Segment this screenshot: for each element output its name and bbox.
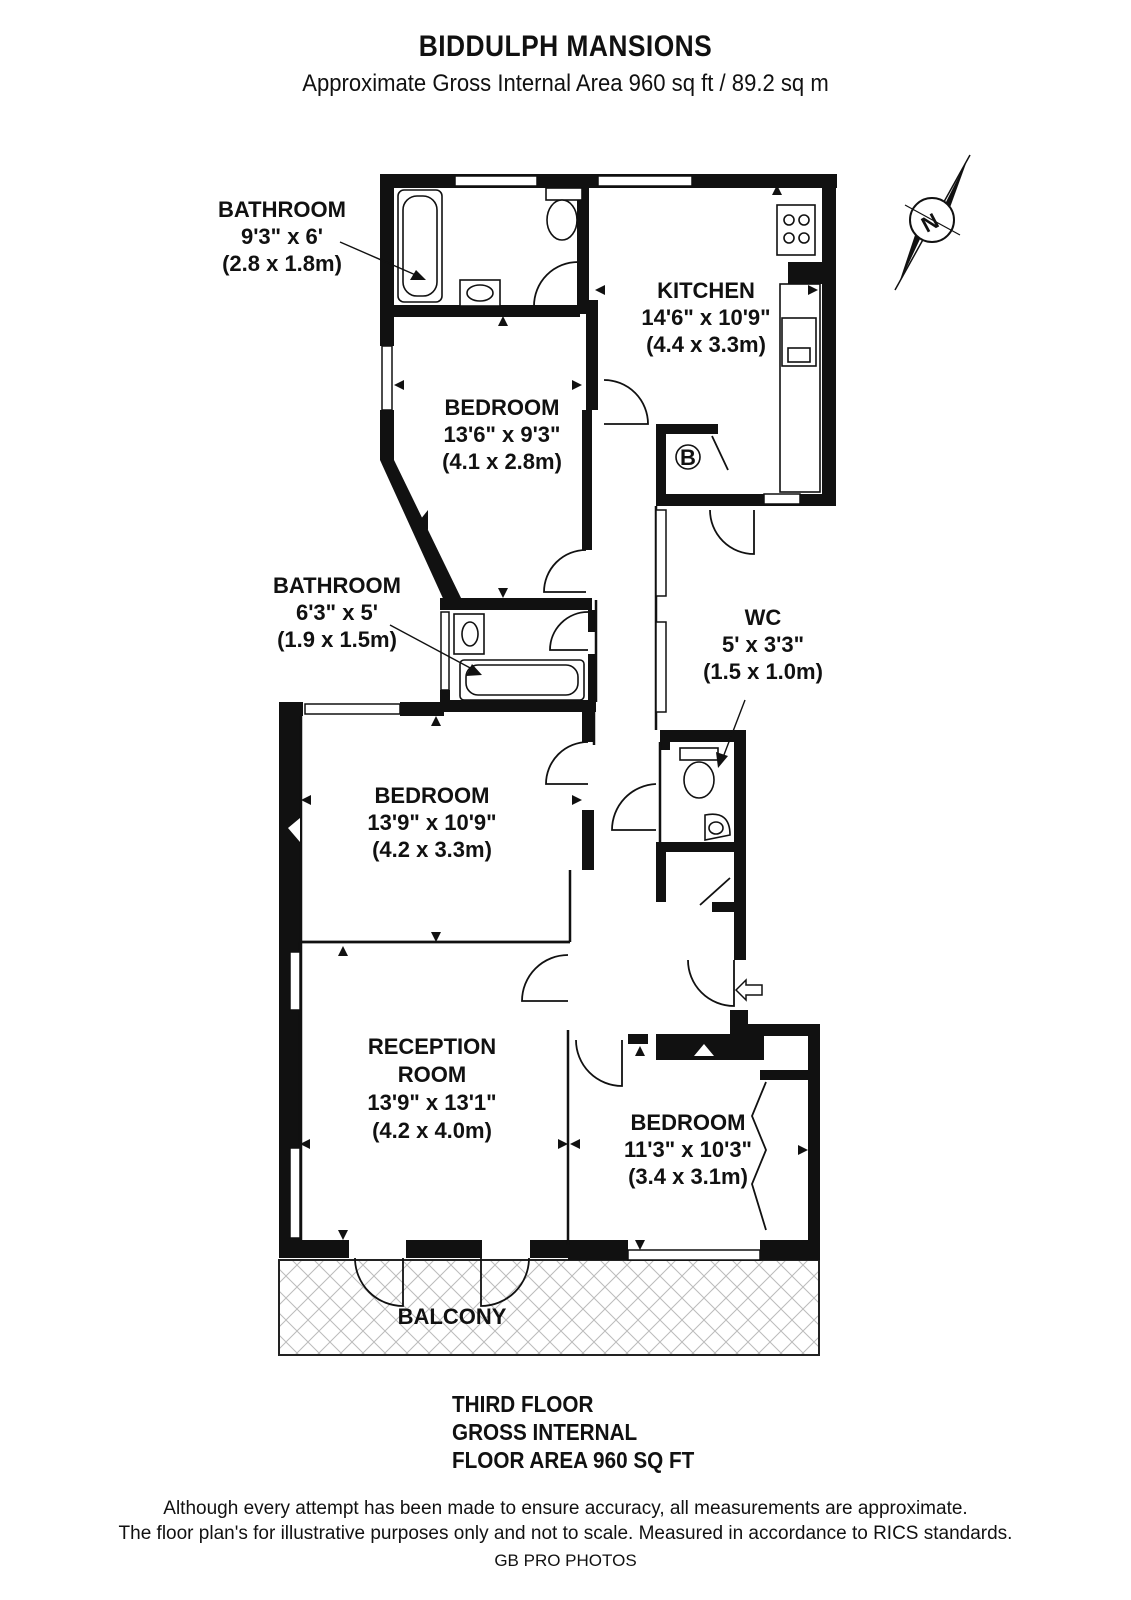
- bedroom-3-name: BEDROOM: [631, 1110, 746, 1135]
- toilet-2: [679, 747, 719, 761]
- bedroom-2-imperial: 13'9" x 10'9": [367, 810, 496, 835]
- photo-credit: GB PRO PHOTOS: [494, 1551, 637, 1570]
- pointer-lines: [339, 241, 746, 761]
- doors: [354, 261, 767, 1307]
- entrance-arrow-icon: [734, 978, 763, 1002]
- kitchen-metric: (4.4 x 3.3m): [646, 332, 766, 357]
- bedroom-1-name: BEDROOM: [445, 395, 560, 420]
- bathroom-2-metric: (1.9 x 1.5m): [277, 627, 397, 652]
- bedroom-3-imperial: 11'3" x 10'3": [624, 1137, 752, 1162]
- room-label-wc: WC 5' x 3'3" (1.5 x 1.0m): [703, 605, 823, 684]
- kitchen-imperial: 14'6" x 10'9": [641, 305, 770, 330]
- pointer-heads: [410, 270, 728, 768]
- floor-info-line-1: THIRD FLOOR: [452, 1391, 594, 1417]
- room-label-bathroom-2: BATHROOM 6'3" x 5' (1.9 x 1.5m): [273, 573, 401, 652]
- header: BIDDULPH MANSIONS Approximate Gross Inte…: [0, 30, 1131, 98]
- boiler-label: B: [680, 445, 696, 470]
- bedroom-1-imperial: 13'6" x 9'3": [444, 422, 561, 447]
- bedroom-1-metric: (4.1 x 2.8m): [442, 449, 562, 474]
- bathroom-2-imperial: 6'3" x 5': [296, 600, 378, 625]
- reception-name-line-1: RECEPTION: [368, 1034, 496, 1059]
- hob: [776, 204, 816, 256]
- room-label-bedroom-3: BEDROOM 11'3" x 10'3" (3.4 x 3.1m): [624, 1110, 752, 1189]
- room-label-bathroom-1: BATHROOM 9'3" x 6' (2.8 x 1.8m): [218, 197, 346, 276]
- bedroom-3-metric: (3.4 x 3.1m): [628, 1164, 748, 1189]
- reception-metric: (4.2 x 4.0m): [372, 1118, 492, 1143]
- room-label-kitchen: KITCHEN 14'6" x 10'9" (4.4 x 3.3m): [641, 278, 770, 357]
- bedroom-2-metric: (4.2 x 3.3m): [372, 837, 492, 862]
- room-label-reception: RECEPTION ROOM 13'9" x 13'1" (4.2 x 4.0m…: [367, 1034, 496, 1143]
- disclaimer-line-2: The floor plan's for illustrative purpos…: [118, 1523, 1013, 1544]
- reception-imperial: 13'9" x 13'1": [367, 1090, 496, 1115]
- bathroom-1-imperial: 9'3" x 6': [241, 224, 323, 249]
- disclaimer: Although every attempt has been made to …: [0, 1496, 1131, 1573]
- floor-info-line-3: FLOOR AREA 960 SQ FT: [452, 1447, 695, 1473]
- bathroom-2-name: BATHROOM: [273, 573, 401, 598]
- balcony-area: [278, 1259, 820, 1356]
- chimney: [288, 818, 714, 1056]
- compass-icon: N: [894, 154, 971, 291]
- bedroom-2-name: BEDROOM: [375, 783, 490, 808]
- dimension-markers: [300, 185, 818, 1250]
- balcony-label: BALCONY: [398, 1304, 507, 1329]
- windows: [289, 175, 801, 1261]
- boiler-symbol: [675, 444, 701, 470]
- fixtures: [397, 187, 821, 841]
- plan-subtitle: Approximate Gross Internal Area 960 sq f…: [302, 70, 829, 97]
- toilet-1: [545, 187, 583, 201]
- kitchen-worktop: [779, 283, 821, 493]
- floor-info: THIRD FLOOR GROSS INTERNAL FLOOR AREA 96…: [452, 1390, 694, 1474]
- wc-name: WC: [745, 605, 782, 630]
- disclaimer-line-1: Although every attempt has been made to …: [163, 1498, 968, 1519]
- room-label-bedroom-2: BEDROOM 13'9" x 10'9" (4.2 x 3.3m): [367, 783, 496, 862]
- wc-imperial: 5' x 3'3": [722, 632, 804, 657]
- reception-name-line-2: ROOM: [398, 1062, 466, 1087]
- kitchen-name: KITCHEN: [657, 278, 755, 303]
- bathroom-1-name: BATHROOM: [218, 197, 346, 222]
- plan-title: BIDDULPH MANSIONS: [418, 30, 713, 63]
- room-label-bedroom-1: BEDROOM 13'6" x 9'3" (4.1 x 2.8m): [442, 395, 562, 474]
- wc-metric: (1.5 x 1.0m): [703, 659, 823, 684]
- floor-info-line-2: GROSS INTERNAL: [452, 1419, 638, 1445]
- bathroom-1-metric: (2.8 x 1.8m): [222, 251, 342, 276]
